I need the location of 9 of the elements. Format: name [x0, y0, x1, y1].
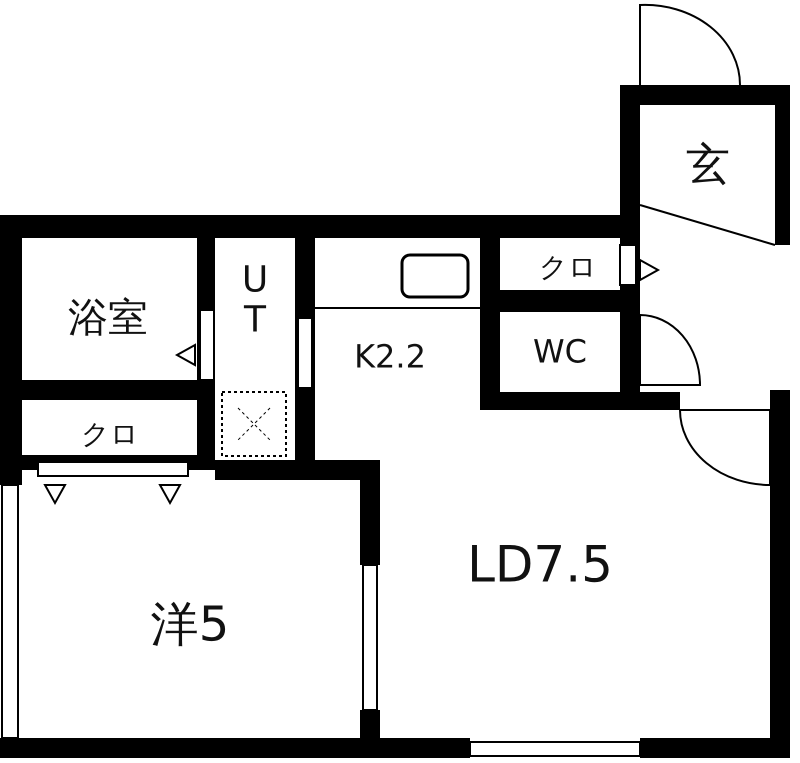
room-label: クロ: [539, 252, 597, 284]
room-label: U T: [235, 260, 275, 340]
room-label: WC: [533, 334, 587, 370]
room-label: 浴室: [68, 296, 148, 340]
room-label: 玄: [686, 140, 730, 190]
room-label: K2.2: [354, 339, 426, 375]
room-label: LD7.5: [467, 538, 613, 592]
room-label: 洋5: [150, 598, 230, 652]
room-label: クロ: [81, 420, 139, 450]
